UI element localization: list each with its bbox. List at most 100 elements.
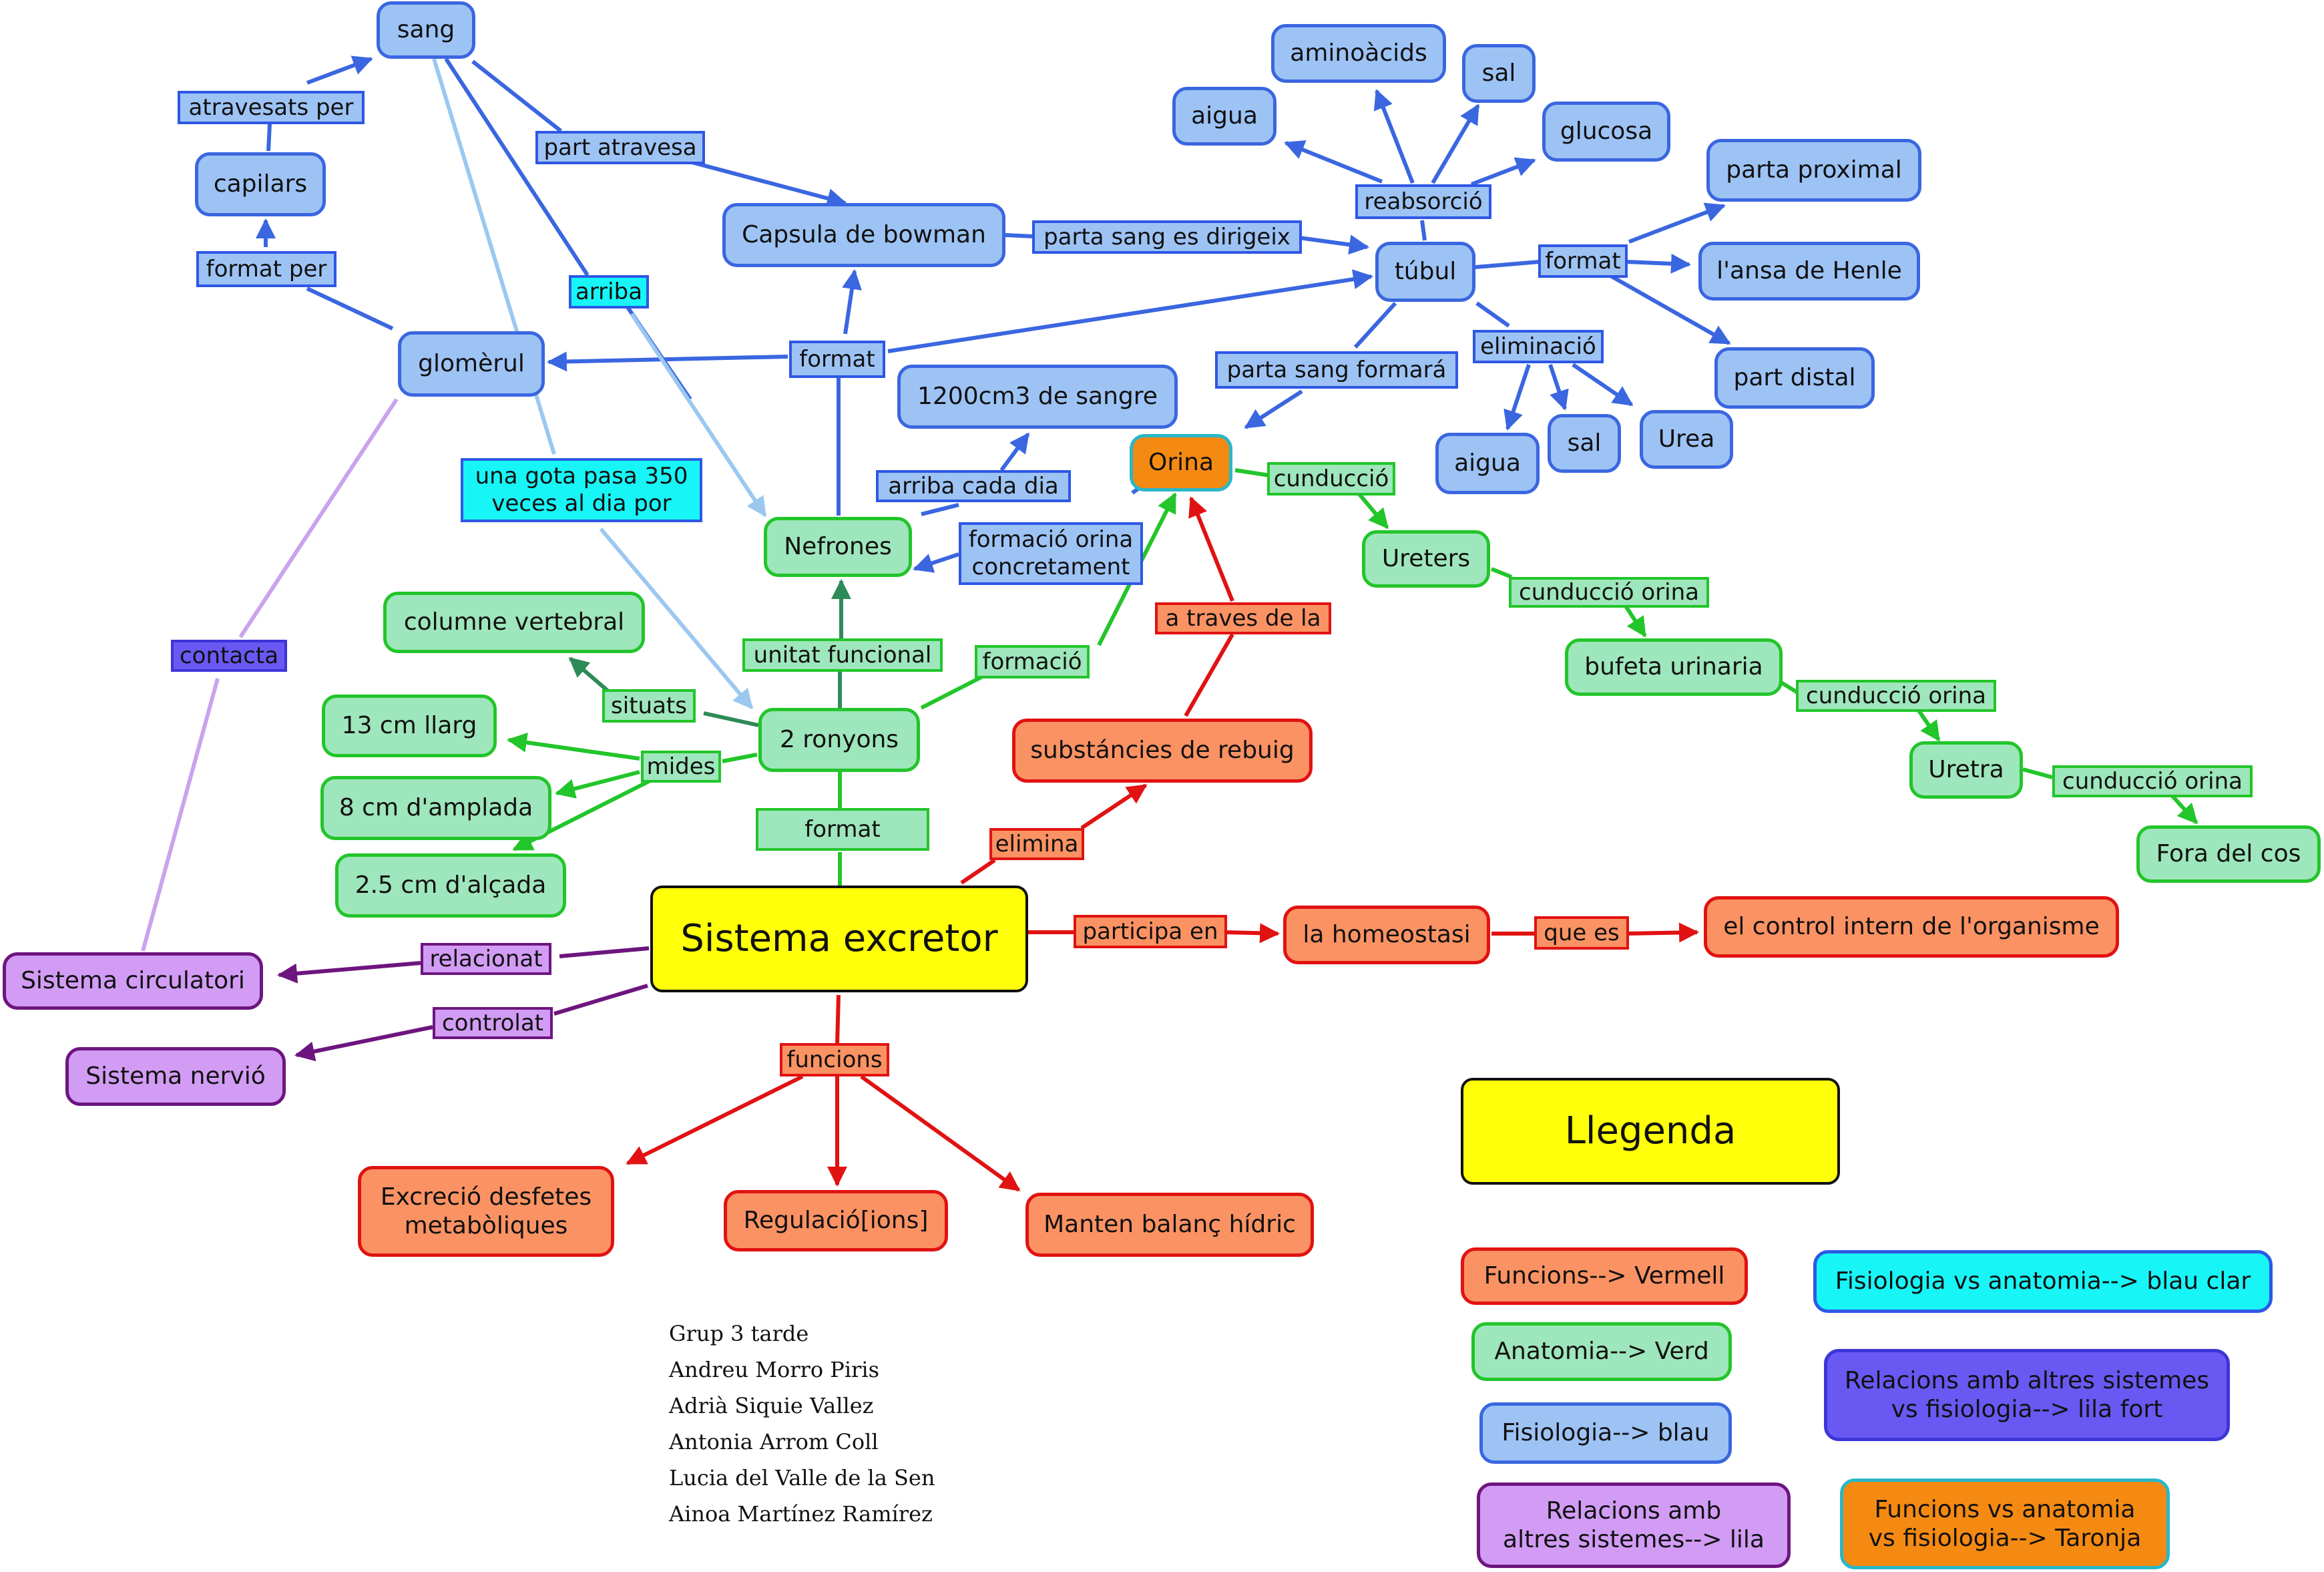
label-relacionat: relacionat <box>421 943 551 975</box>
label-cunduccio-orina-3: cunducció orina <box>2052 765 2253 797</box>
node-amplada[interactable]: 8 cm d'amplada <box>320 776 551 840</box>
legend-anatomia: Anatomia--> Verd <box>1471 1322 1732 1381</box>
edge-formattubul-henle <box>1626 253 1691 274</box>
label-reabsorcio: reabsorció <box>1355 184 1491 219</box>
edge-ronyons-mides <box>722 753 758 763</box>
node-alcada[interactable]: 2.5 cm d'alçada <box>335 853 566 918</box>
edge-formattubul-proximal <box>1628 202 1726 244</box>
edge-format-capsula <box>842 269 862 335</box>
edge-orina-cunduccio <box>1234 468 1270 477</box>
node-substancies[interactable]: substáncies de rebuig <box>1012 719 1313 783</box>
node-bufeta[interactable]: bufeta urinaria <box>1565 638 1783 696</box>
label-parta-sang-dirigeix: parta sang es dirigeix <box>1032 220 1302 254</box>
edge-elimina-substancies <box>1080 783 1148 830</box>
edge-central-relacionat <box>559 946 650 958</box>
edge-glomerul-formatper <box>306 286 394 331</box>
label-cunduccio-orina-1: cunducció orina <box>1509 577 1709 608</box>
edge-reabsorcio-sal <box>1431 104 1480 184</box>
node-balanc-hidric[interactable]: Manten balanç hídric <box>1025 1193 1314 1257</box>
edge-arribacada-1200 <box>999 432 1030 471</box>
label-part-atravesa: part atravesa <box>535 131 705 164</box>
edge-tubul-partaformara <box>1353 301 1397 349</box>
edge-contacta-circulatori <box>141 678 220 952</box>
node-part-distal[interactable]: part distal <box>1714 347 1875 409</box>
node-aminoacids[interactable]: aminoàcids <box>1271 24 1446 83</box>
edge-eliminacio-urea <box>1572 363 1634 407</box>
edge-mides-amplada <box>555 770 640 799</box>
edge-formacioorina-nefrones <box>913 552 959 573</box>
label-unitat-funcional: unitat funcional <box>742 638 943 672</box>
node-control-intern[interactable]: el control intern de l'organisme <box>1704 896 2119 958</box>
edge-arriba-nefrones-lb <box>630 313 767 518</box>
node-ureters[interactable]: Ureters <box>1362 530 1490 588</box>
edge-ureters-cond1 <box>1490 567 1513 579</box>
label-format-tubul: format <box>1538 244 1628 278</box>
node-aigua-eliminacio[interactable]: aigua <box>1435 433 1540 494</box>
node-regulacio[interactable]: Regulació[ions] <box>724 1190 948 1251</box>
label-format-per: format per <box>196 251 336 287</box>
edge-sang-arriba <box>444 57 590 276</box>
label-arriba-cada-dia: arriba cada dia <box>876 470 1071 502</box>
edge-format-tubul <box>887 269 1373 353</box>
node-sistema-circulatori[interactable]: Sistema circulatori <box>3 952 263 1010</box>
label-atravesats-per: atravesats per <box>178 91 365 124</box>
label-elimina: elimina <box>989 828 1084 860</box>
credits-member: Adrià Siquie Vallez <box>669 1393 874 1418</box>
credits-group: Grup 3 tarde <box>669 1321 809 1346</box>
node-urea[interactable]: Urea <box>1640 410 1733 469</box>
label-mides: mides <box>641 751 721 783</box>
node-nefrones[interactable]: Nefrones <box>764 517 912 577</box>
label-funcions: funcions <box>780 1043 889 1076</box>
node-1200cm3[interactable]: 1200cm3 de sangre <box>897 365 1178 429</box>
node-fora-cos[interactable]: Fora del cos <box>2136 825 2321 883</box>
edge-partatravesa-capsula <box>674 156 847 208</box>
label-controlat: controlat <box>433 1007 553 1039</box>
central-node[interactable]: Sistema excretor <box>650 886 1028 992</box>
node-tubul[interactable]: túbul <box>1375 242 1475 302</box>
edge-sang-partatravesa <box>471 59 562 133</box>
label-participa-en: participa en <box>1074 915 1227 948</box>
node-glomerul[interactable]: glomèrul <box>398 331 545 397</box>
edge-relacionat-circulatori <box>277 961 421 984</box>
label-formacio: formació <box>975 645 1090 678</box>
node-sal-reabsorcio[interactable]: sal <box>1462 44 1536 103</box>
legend-funcions-taronja: Funcions vs anatomia vs fisiologia--> Ta… <box>1840 1479 2170 1569</box>
node-aigua-reabsorcio[interactable]: aigua <box>1172 87 1276 146</box>
label-contacta: contacta <box>171 640 287 672</box>
edge-participa-homeostasi <box>1224 923 1280 944</box>
edge-eliminacio-aigua <box>1503 364 1531 431</box>
label-que-es: que es <box>1534 916 1629 950</box>
node-excrecio[interactable]: Excreció desfetes metabòliques <box>358 1166 614 1257</box>
node-parta-proximal[interactable]: parta proximal <box>1706 139 1921 202</box>
edge-cond1-bufeta <box>1623 604 1647 638</box>
node-capsula[interactable]: Capsula de bowman <box>722 203 1005 267</box>
node-ansa-henle[interactable]: l'ansa de Henle <box>1698 242 1920 301</box>
edge-partasang-tubul <box>1299 234 1369 255</box>
node-uretra[interactable]: Uretra <box>1909 741 2023 799</box>
label-format-ronyons: format <box>756 808 929 851</box>
edge-gota-ronyons <box>599 528 754 710</box>
edge-capsula-partasang <box>1005 233 1034 238</box>
node-homeostasi[interactable]: la homeostasi <box>1283 906 1490 964</box>
node-sistema-nervio[interactable]: Sistema nervió <box>65 1047 286 1106</box>
label-a-traves-de-la: a traves de la <box>1155 602 1331 634</box>
edge-reabsorcio-glucosa <box>1470 157 1536 186</box>
legend-relacions-lila-fort: Relacions amb altres sistemes vs fisiolo… <box>1824 1349 2230 1441</box>
node-capilars[interactable]: capilars <box>195 152 326 216</box>
credits-member: Ainoa Martínez Ramírez <box>669 1501 933 1527</box>
edge-cond3-fora <box>2170 794 2198 825</box>
edge-uretra-cond3 <box>2022 767 2053 779</box>
edge-ronyons-formacio <box>920 675 983 710</box>
node-columna[interactable]: columne vertebral <box>383 592 645 653</box>
node-sal-eliminacio[interactable]: sal <box>1548 414 1621 473</box>
node-glucosa[interactable]: glucosa <box>1542 102 1670 162</box>
node-orina[interactable]: Orina <box>1130 434 1232 492</box>
edge-substancies-atraves <box>1184 633 1234 717</box>
edge-quees-control <box>1626 922 1699 943</box>
node-ronyons[interactable]: 2 ronyons <box>758 708 920 772</box>
node-sang[interactable]: sang <box>377 1 475 59</box>
edge-mides-llarg <box>507 732 640 761</box>
node-llarg[interactable]: 13 cm llarg <box>322 695 497 757</box>
